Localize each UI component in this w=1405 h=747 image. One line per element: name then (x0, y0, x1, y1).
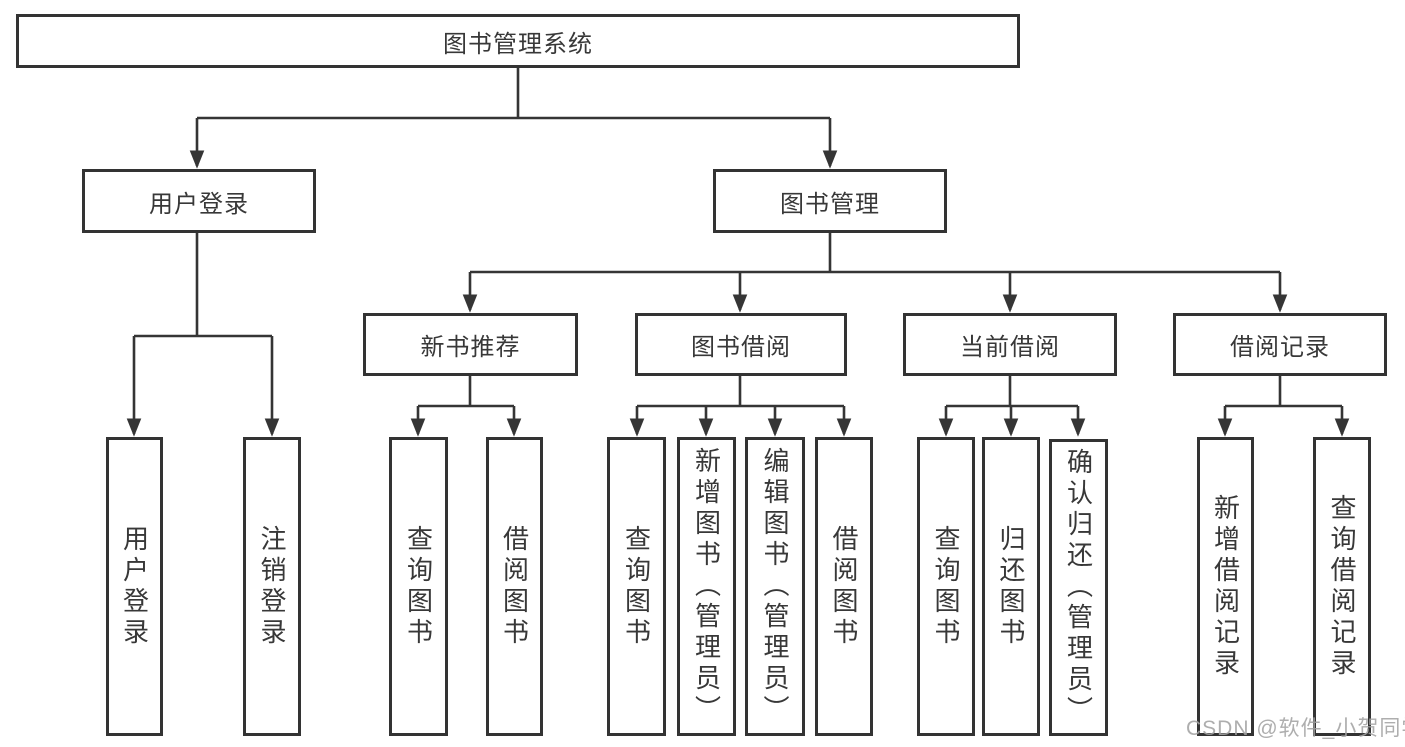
node-book-borrow: 图书借阅 (635, 313, 847, 376)
leaf-br-add-record: 新增借阅记录 (1197, 437, 1254, 736)
connector-current-borrow-trunk (946, 374, 1078, 408)
leaf-bb-edit-book: 编辑图书（管理员） (745, 437, 805, 736)
node-new-book-rec: 新书推荐 (363, 313, 578, 376)
leaf-cb-query-book: 查询图书 (917, 437, 975, 736)
connector-new-book-rec-trunk (418, 374, 514, 408)
csdn-watermark: CSDN @软件_小贺同学 (1186, 717, 1405, 740)
connector-borrow-record-trunk (1225, 374, 1342, 408)
node-user-login-branch: 用户登录 (82, 169, 316, 233)
leaf-nbr-query-book: 查询图书 (389, 437, 448, 736)
node-root-system: 图书管理系统 (16, 14, 1020, 68)
leaf-bb-query-book: 查询图书 (607, 437, 666, 736)
node-book-mgmt-branch: 图书管理 (713, 169, 947, 233)
connector-user-login-trunk (134, 231, 272, 338)
connector-book-mgmt-trunk (470, 231, 1280, 274)
leaf-nbr-borrow-book: 借阅图书 (486, 437, 543, 736)
leaf-cb-confirm-return: 确认归还（管理员） (1049, 439, 1108, 736)
leaf-bb-add-book: 新增图书（管理员） (677, 437, 736, 736)
connector-root-trunk (197, 66, 830, 120)
leaf-user-login: 用户登录 (106, 437, 163, 736)
leaf-cb-return-book: 归还图书 (982, 437, 1040, 736)
leaf-br-query-record: 查询借阅记录 (1313, 437, 1371, 736)
connector-book-borrow-trunk (637, 374, 844, 408)
node-borrow-record: 借阅记录 (1173, 313, 1387, 376)
leaf-logout: 注销登录 (243, 437, 301, 736)
leaf-bb-borrow-book: 借阅图书 (815, 437, 873, 736)
node-current-borrow: 当前借阅 (903, 313, 1117, 376)
